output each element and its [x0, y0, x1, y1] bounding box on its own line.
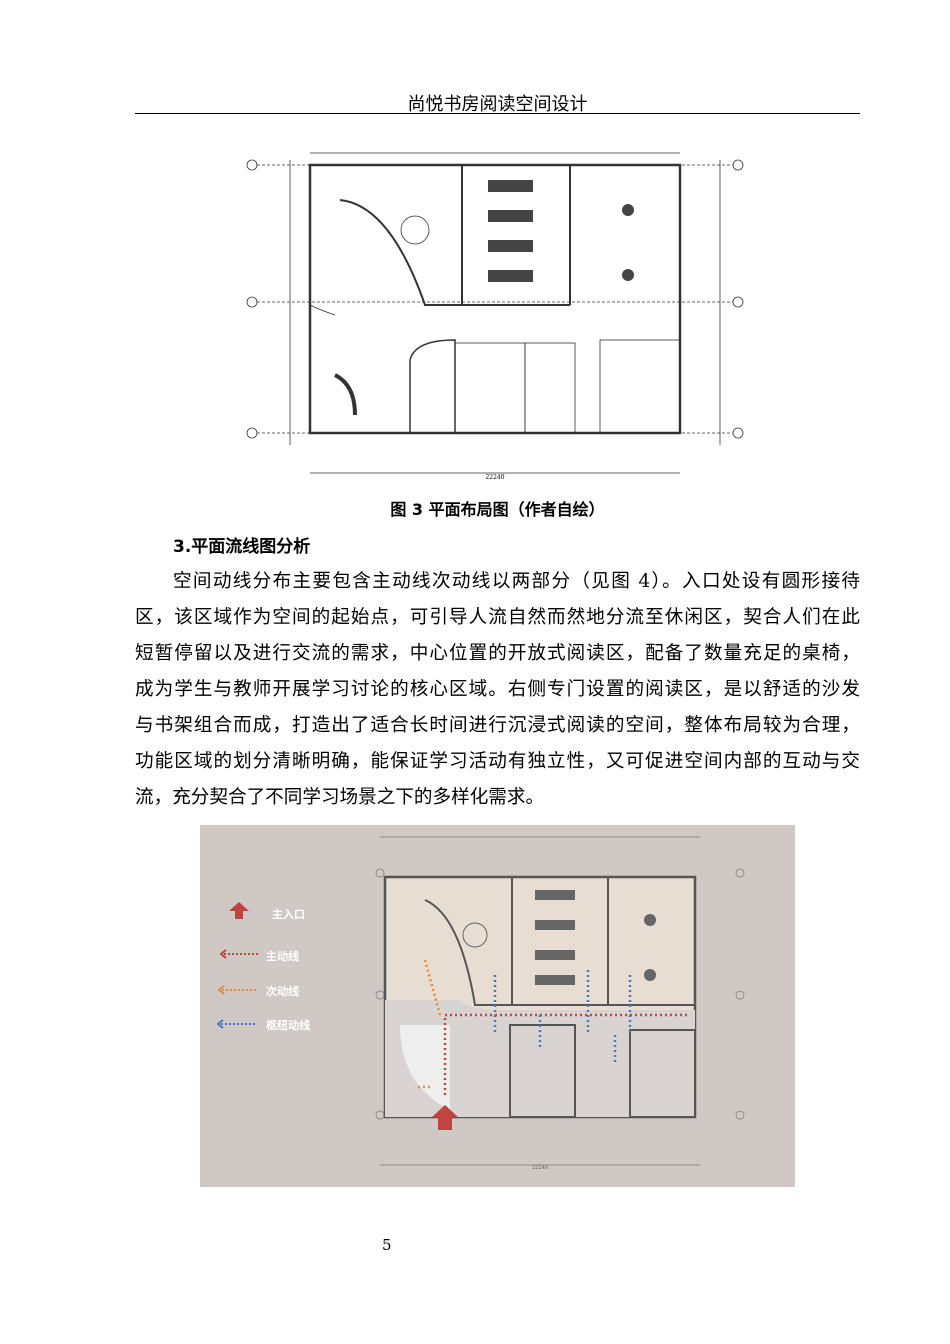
total-dimension: 22240 — [532, 1165, 548, 1171]
paragraph-line: 空间动线分布主要包含主动线次动线以两部分（见图 4）。入口处设有圆形接待 — [173, 571, 860, 592]
dotted-arrow-icon — [217, 1019, 255, 1029]
paragraph-line: 流，充分契合了不同学习场景之下的多样化需求。 — [135, 787, 545, 808]
paragraph-line: 功能区域的划分清晰明确，能保证学习活动有独立性，又可促进空间内部的互动与交 — [135, 751, 860, 772]
legend-main-path: 主动线 — [266, 950, 299, 963]
total-dimension: 22240 — [485, 474, 504, 481]
paragraph-line: 区，该区域作为空间的起始点，可引导人流自然而然地分流至休闲区，契合人们在此 — [135, 607, 860, 628]
dotted-arrow-icon — [218, 985, 256, 995]
up-arrow-icon — [229, 902, 249, 919]
legend-secondary-path: 次动线 — [266, 985, 299, 998]
floor-plan-figure: 22240 — [246, 152, 744, 481]
header-rule — [135, 113, 860, 114]
legend-hub-path: 枢纽动线 — [266, 1019, 310, 1032]
section-heading: 3.平面流线图分析 — [173, 537, 311, 557]
paragraph-line: 与书架组合而成，打造出了适合长时间进行沉浸式阅读的空间，整体布局较为合理， — [135, 715, 860, 736]
running-header: 尚悦书房阅读空间设计 — [407, 94, 588, 115]
paragraph-line: 短暂停留以及进行交流的需求，中心位置的开放式阅读区，配备了数量充足的桌椅， — [135, 643, 860, 664]
body-paragraph: 空间动线分布主要包含主动线次动线以两部分（见图 4）。入口处设有圆形接待 区，该… — [135, 564, 860, 816]
page-number: 5 — [382, 1236, 392, 1254]
legend-main-entrance: 主入口 — [272, 908, 305, 921]
paragraph-line: 成为学生与教师开展学习讨论的核心区域。右侧专门设置的阅读区，是以舒适的沙发 — [135, 679, 860, 700]
dotted-arrow-icon — [220, 949, 258, 959]
circulation-plan-figure: 22240 主入口 主动线 次动线 枢纽动线 — [200, 825, 795, 1187]
figure-caption: 图 3 平面布局图（作者自绘） — [390, 500, 605, 519]
